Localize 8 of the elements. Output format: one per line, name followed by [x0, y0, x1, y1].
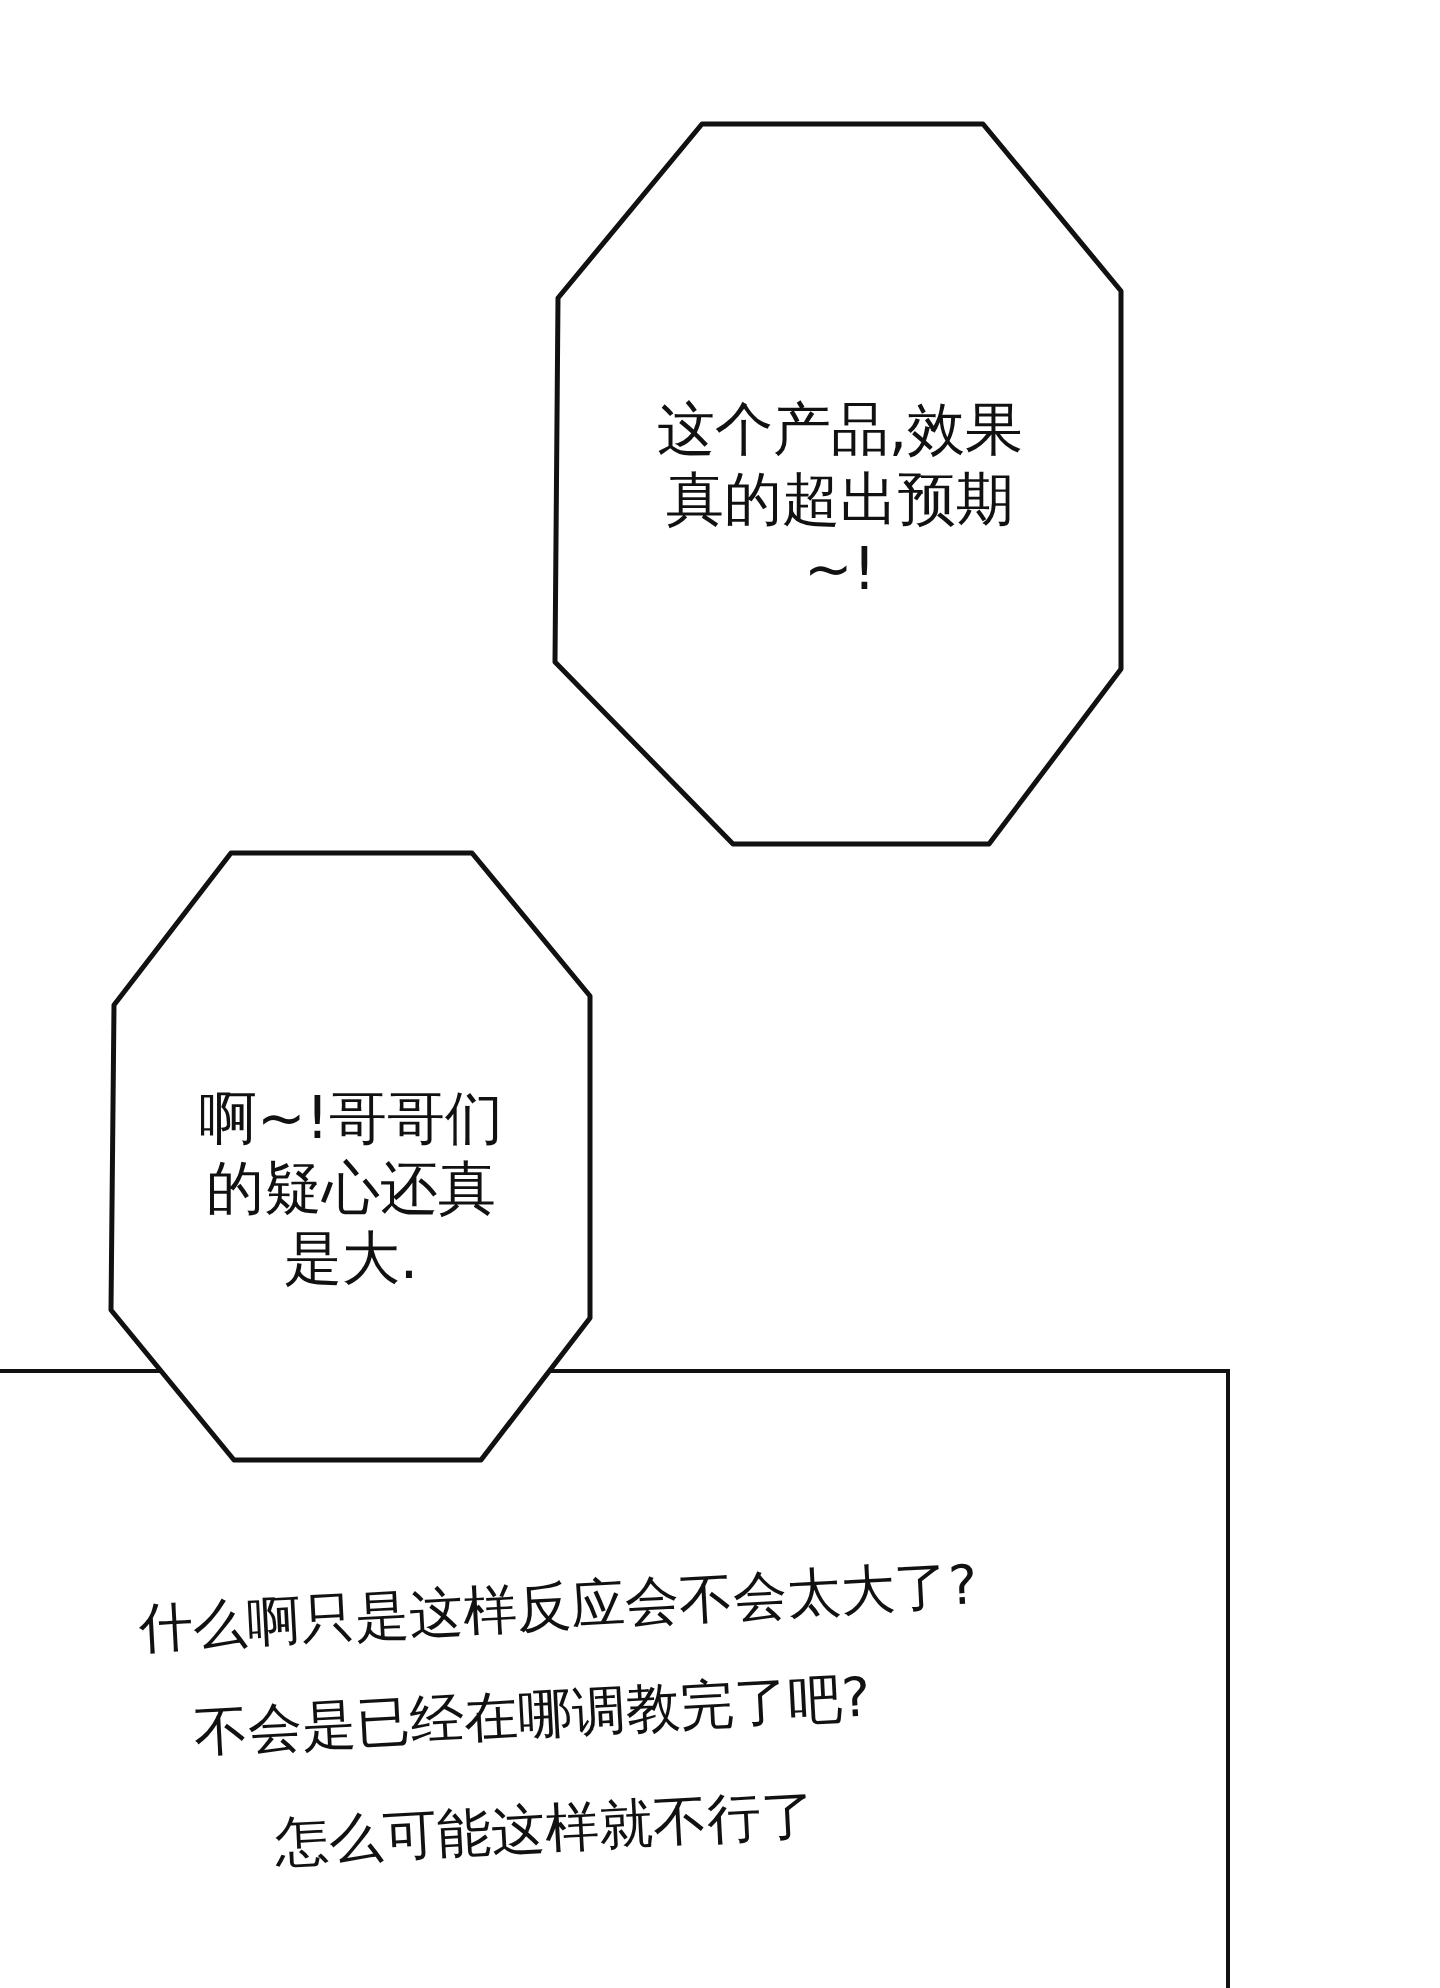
speech-text: 啊~!哥哥们的疑心还真是大.: [198, 1083, 504, 1293]
speech-bubble: [555, 124, 1121, 844]
narration-text: 什么啊只是这样反应会不会太大了?: [137, 1551, 979, 1662]
speech-text: 这个产品,效果真的超出预期~!: [655, 394, 1025, 604]
narration-text: 不会是已经在哪调教完了吧?: [192, 1663, 872, 1766]
comic-panel: [0, 1369, 1230, 1988]
speech-bubble: [111, 853, 592, 1462]
narration-text: 怎么可能这样就不行了: [273, 1781, 817, 1876]
